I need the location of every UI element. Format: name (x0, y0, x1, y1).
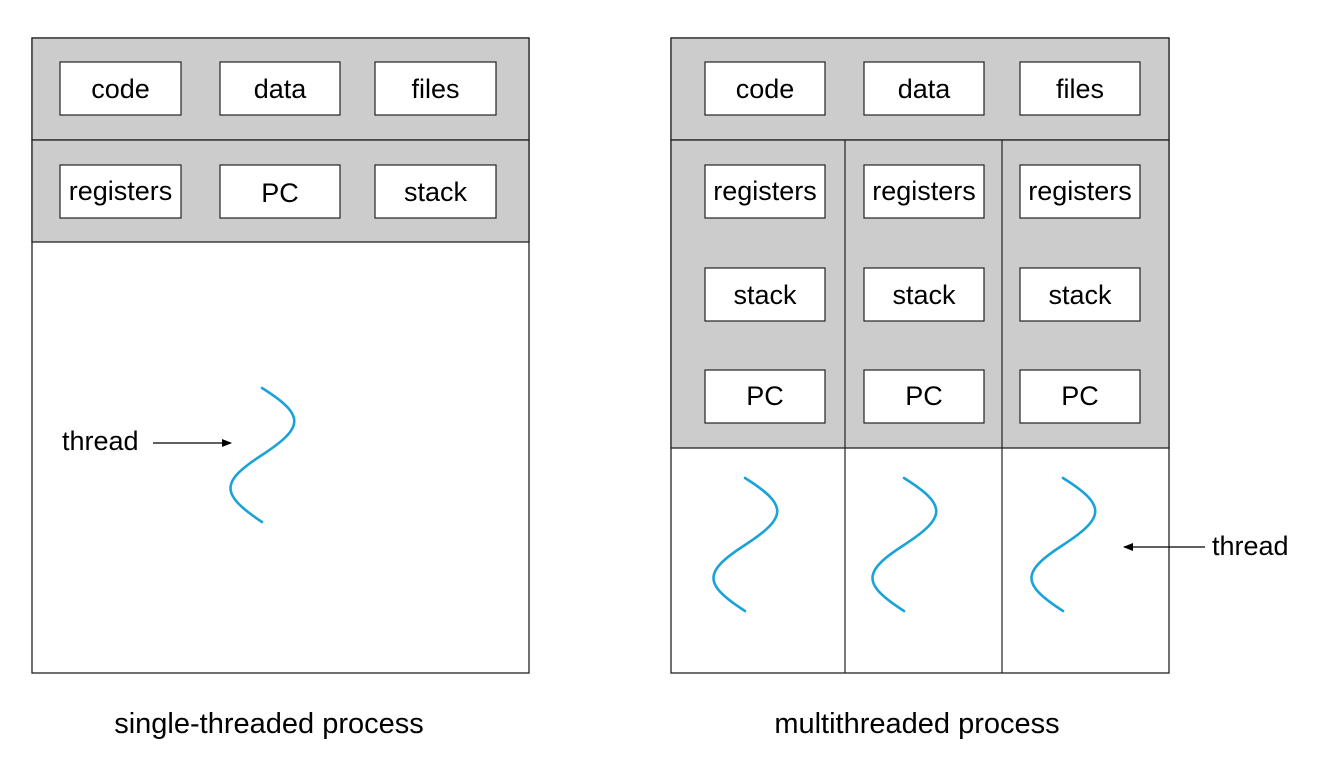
single-registers-box: registers (59, 164, 182, 219)
single-thread-label: thread (62, 426, 139, 456)
multi-thread-2-registers-box: registers (863, 164, 985, 219)
multi-thread-1-squiggle (712, 476, 779, 613)
multi-thread-2-context: registers stack PC (863, 164, 985, 424)
svg-text:files: files (1056, 74, 1104, 104)
multi-thread-1-registers-box: registers (704, 164, 826, 219)
multi-data-box: data (863, 61, 985, 116)
multi-thread-3-context: registers stack PC (1019, 164, 1141, 424)
svg-text:data: data (254, 74, 308, 104)
svg-text:registers: registers (1028, 176, 1132, 206)
multi-thread-2-stack-box: stack (863, 267, 985, 322)
single-threaded-process: code data files registers PC stack threa… (31, 37, 530, 740)
single-stack-box: stack (374, 164, 497, 219)
multithreaded-process: code data files registers stack PC (670, 37, 1289, 740)
single-caption: single-threaded process (114, 708, 424, 740)
single-files-box: files (374, 61, 497, 116)
svg-text:PC: PC (261, 178, 299, 208)
svg-text:code: code (736, 74, 795, 104)
single-pc-box: PC (219, 164, 341, 219)
multi-thread-3-registers-box: registers (1019, 164, 1141, 219)
multi-thread-3-pc-box: PC (1019, 369, 1141, 424)
multi-thread-3-squiggle (1030, 476, 1097, 613)
single-data-box: data (219, 61, 341, 116)
svg-text:PC: PC (1061, 381, 1099, 411)
multi-thread-label: thread (1212, 531, 1289, 561)
multi-thread-2-squiggle (871, 476, 938, 613)
multi-thread-1-pc-box: PC (704, 369, 826, 424)
multi-thread-1-context: registers stack PC (704, 164, 826, 424)
svg-text:stack: stack (404, 177, 468, 207)
svg-text:data: data (898, 74, 952, 104)
svg-text:PC: PC (905, 381, 943, 411)
svg-text:registers: registers (872, 176, 976, 206)
svg-text:stack: stack (733, 280, 797, 310)
svg-text:PC: PC (746, 381, 784, 411)
multi-thread-3-stack-box: stack (1019, 267, 1141, 322)
multi-code-box: code (704, 61, 826, 116)
svg-text:registers: registers (69, 176, 173, 206)
multi-caption: multithreaded process (774, 708, 1059, 740)
single-thread-squiggle (229, 386, 296, 524)
svg-text:files: files (411, 74, 459, 104)
single-code-box: code (59, 61, 182, 116)
svg-text:stack: stack (1048, 280, 1112, 310)
svg-text:stack: stack (892, 280, 956, 310)
multi-thread-2-pc-box: PC (863, 369, 985, 424)
svg-text:registers: registers (713, 176, 817, 206)
multi-thread-1-stack-box: stack (704, 267, 826, 322)
svg-text:code: code (91, 74, 150, 104)
multi-files-box: files (1019, 61, 1141, 116)
